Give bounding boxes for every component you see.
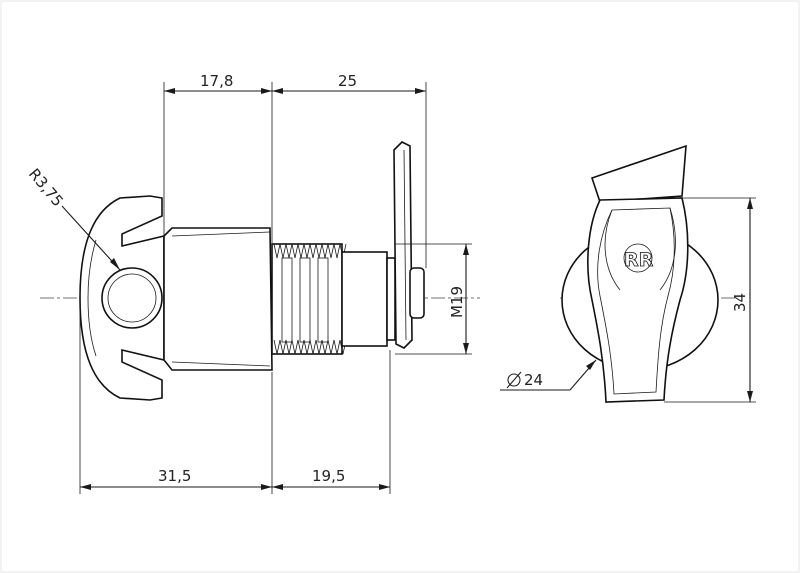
dim-radius: R3,75 [25, 165, 67, 210]
front-dimensions: 34 24 [500, 197, 756, 403]
diameter-symbol-icon [506, 371, 522, 389]
thread-tooth [297, 339, 305, 355]
thread-slot-2 [299, 257, 311, 343]
thread-tooth [303, 339, 311, 355]
barrel-step [386, 257, 396, 341]
cone-edge-top [171, 231, 271, 237]
cam-bore-inner [107, 273, 157, 323]
front-body-facet [604, 207, 676, 291]
dim-height: 34 [731, 293, 749, 312]
front-view: RR [560, 144, 735, 403]
thread-tooth [333, 243, 341, 259]
dim-diameter: 24 [524, 371, 543, 389]
key-plate-edge [403, 149, 407, 341]
front-body [587, 197, 689, 403]
cam-hook-inner [87, 215, 163, 381]
front-body-inner [597, 207, 675, 395]
thread-tooth [333, 339, 341, 355]
thread-tooth [273, 339, 281, 355]
rr-logo-icon: RR [623, 243, 654, 273]
thread-tooth [309, 243, 317, 259]
thread-tooth [279, 339, 287, 355]
thread-tooth [273, 243, 281, 259]
dim-top-right: 25 [338, 72, 357, 90]
thread-tooth [309, 339, 317, 355]
key-plate [393, 141, 413, 349]
svg-text:RR: RR [624, 249, 654, 271]
thread-tooth [327, 243, 335, 259]
dim-bottom-left: 31,5 [158, 467, 191, 485]
side-view [40, 141, 480, 401]
thread-tooth [315, 339, 323, 355]
key-stub [409, 267, 425, 319]
cone-body [163, 227, 273, 371]
dim-thread: M19 [448, 286, 466, 318]
thread-slot-1 [281, 257, 293, 343]
thread-slot-3 [317, 257, 329, 343]
thread-tooth [285, 339, 293, 355]
thread-tooth [327, 339, 335, 355]
thread-tooth [291, 243, 299, 259]
thread-tooth [321, 339, 329, 355]
barrel [341, 251, 388, 347]
thread-tooth [291, 339, 299, 355]
cam-bore [101, 267, 163, 329]
dim-top-left: 17,8 [200, 72, 233, 90]
front-key-plate [590, 144, 687, 203]
dim-bottom-right: 19,5 [312, 467, 345, 485]
cone-edge-bottom [171, 361, 271, 367]
thread-body [271, 243, 343, 355]
